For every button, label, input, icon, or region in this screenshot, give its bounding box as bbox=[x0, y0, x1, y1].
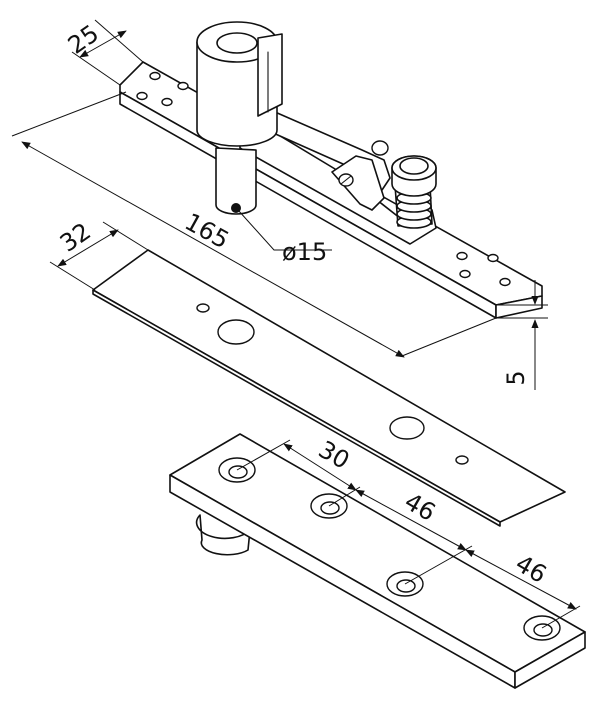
spacer-hole-large bbox=[217, 319, 255, 345]
adjust-screw-thread bbox=[396, 191, 432, 229]
dim-label-spacing-3: 46 bbox=[511, 549, 551, 589]
top-bar-hole bbox=[459, 269, 471, 279]
top-bar-hole bbox=[177, 81, 189, 91]
dim-label-diameter: ø15 bbox=[282, 238, 327, 266]
dim-label-spacing-2: 46 bbox=[400, 487, 440, 527]
spacer-hole-large bbox=[389, 416, 425, 440]
bottom-plate-end-edge bbox=[514, 631, 586, 689]
top-bar-hole bbox=[136, 91, 148, 101]
top-bar-hole bbox=[456, 251, 468, 261]
dim-label-width-top: 25 bbox=[63, 19, 104, 59]
top-bar-hole bbox=[161, 97, 173, 107]
dim-label-length: 165 bbox=[180, 208, 234, 255]
top-bar-hole bbox=[149, 71, 161, 81]
dim-label-spacing-1: 30 bbox=[314, 435, 354, 475]
lever-bushing bbox=[371, 140, 389, 156]
top-bar-hole bbox=[487, 253, 499, 263]
pivot-cylinder-slot bbox=[257, 33, 283, 117]
spacer-hole-small bbox=[196, 303, 210, 313]
top-bar-hole bbox=[499, 277, 511, 287]
top-bar-end-face bbox=[495, 295, 543, 319]
dimension-diameter: ø15 bbox=[237, 209, 332, 266]
pivot-cylinder-bore bbox=[216, 32, 258, 54]
dimension-thickness: 5 bbox=[496, 280, 548, 390]
adjust-screw-head-inner bbox=[399, 157, 429, 175]
dim-label-thickness: 5 bbox=[502, 370, 530, 385]
dim-label-width-plate: 32 bbox=[55, 217, 96, 257]
spacer-hole-small bbox=[455, 455, 469, 465]
